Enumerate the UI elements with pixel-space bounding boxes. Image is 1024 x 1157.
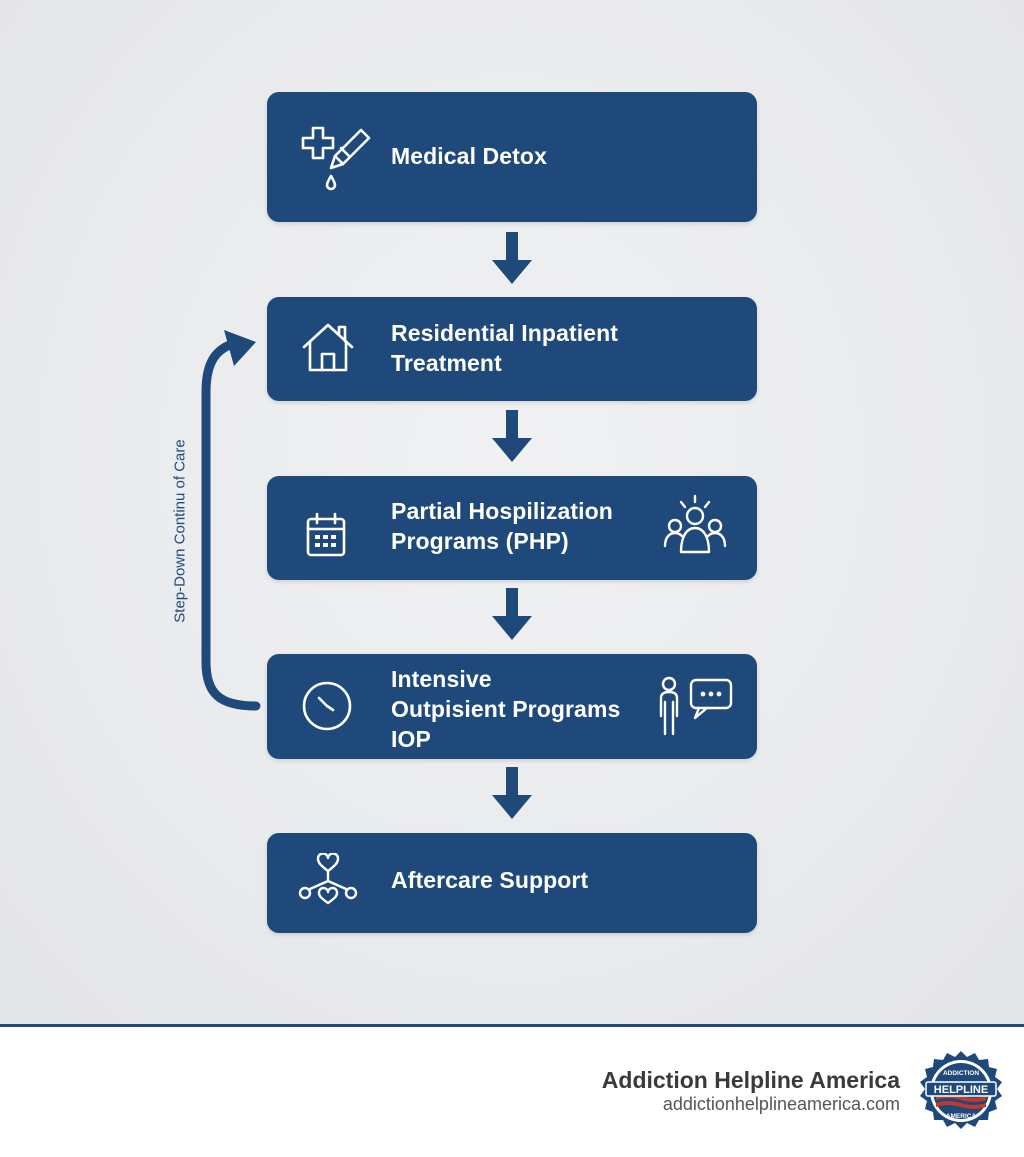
step-label-line: Partial Hospilization	[391, 498, 613, 524]
step-label-line: Outpisient Programs	[391, 696, 621, 722]
hearts-network-icon	[298, 853, 358, 905]
step-aftercare-support: Aftercare Support	[267, 833, 757, 933]
arrow-down-2	[492, 410, 532, 462]
brand-url[interactable]: addictionhelplineamerica.com	[662, 1094, 900, 1114]
diagram-canvas: Medical Detox Residential Inpatient Trea…	[0, 0, 1024, 1024]
step-residential-inpatient: Residential Inpatient Treatment	[267, 297, 757, 401]
arrow-down-1	[492, 232, 532, 284]
logo-text-mid: HELPLINE	[934, 1084, 988, 1096]
addiction-helpline-america-logo: HELPLINE ADDICTION AMERICA	[920, 1051, 1002, 1129]
arrow-down-3	[492, 588, 532, 640]
brand-name: Addiction Helpline America	[601, 1067, 900, 1093]
step-label-line: Programs (PHP)	[391, 528, 569, 554]
step-down-continuum-label: Step-Down Continu of Care	[171, 439, 189, 623]
step-down-return-arrow	[201, 330, 261, 711]
step-label-line: Medical Detox	[391, 143, 547, 169]
step-partial-hospitalization: Partial Hospilization Programs (PHP)	[267, 476, 757, 580]
step-label-line: Intensive	[391, 666, 492, 692]
step-label-line: IOP	[391, 726, 431, 752]
step-label-line: Residential Inpatient	[391, 320, 619, 346]
logo-text-top: ADDICTION	[943, 1070, 979, 1077]
calendar-icon	[306, 512, 346, 557]
house-icon	[302, 323, 354, 372]
step-intensive-outpatient: Intensive Outpisient Programs IOP	[267, 654, 757, 759]
arrow-down-4	[492, 767, 532, 819]
step-label-line: Aftercare Support	[391, 867, 589, 893]
footer: Addiction Helpline America addictionhelp…	[0, 1024, 1024, 1157]
group-people-icon	[663, 494, 727, 554]
step-medical-detox: Medical Detox	[267, 92, 757, 222]
step-label-line: Treatment	[391, 350, 502, 376]
person-speech-bubble-icon	[659, 676, 733, 736]
logo-text-bottom: AMERICA	[946, 1113, 977, 1120]
medical-cross-dropper-icon	[301, 126, 371, 191]
clock-icon	[302, 681, 352, 731]
